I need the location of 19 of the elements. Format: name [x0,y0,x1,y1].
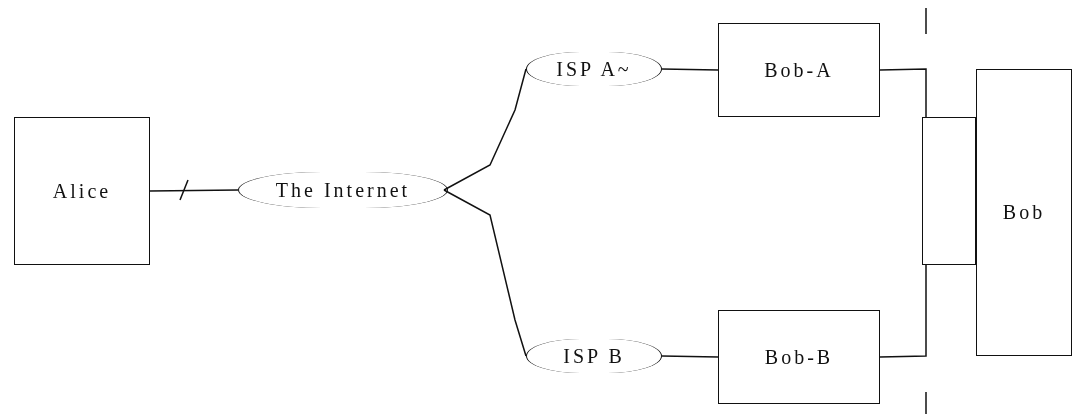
host-box [718,23,880,117]
node-label: ISP A~ [556,57,632,81]
node-label: Bob [1002,201,1046,224]
node-label: The Internet [275,178,411,202]
node-label: Alice [52,179,112,203]
host-box [976,69,1072,356]
host-box [14,117,150,265]
connector-line [149,189,239,192]
connector-line [443,189,527,357]
node-label: Bob-B [764,345,834,369]
interface-box [922,117,976,265]
node-label: ISP B [563,344,625,368]
host-box [718,310,880,404]
connector-line [879,68,927,118]
connector-line [443,68,527,191]
node-label: Bob-A [764,58,834,82]
connector-line [661,355,719,358]
connector-line [661,68,719,71]
connector-line [879,264,927,358]
